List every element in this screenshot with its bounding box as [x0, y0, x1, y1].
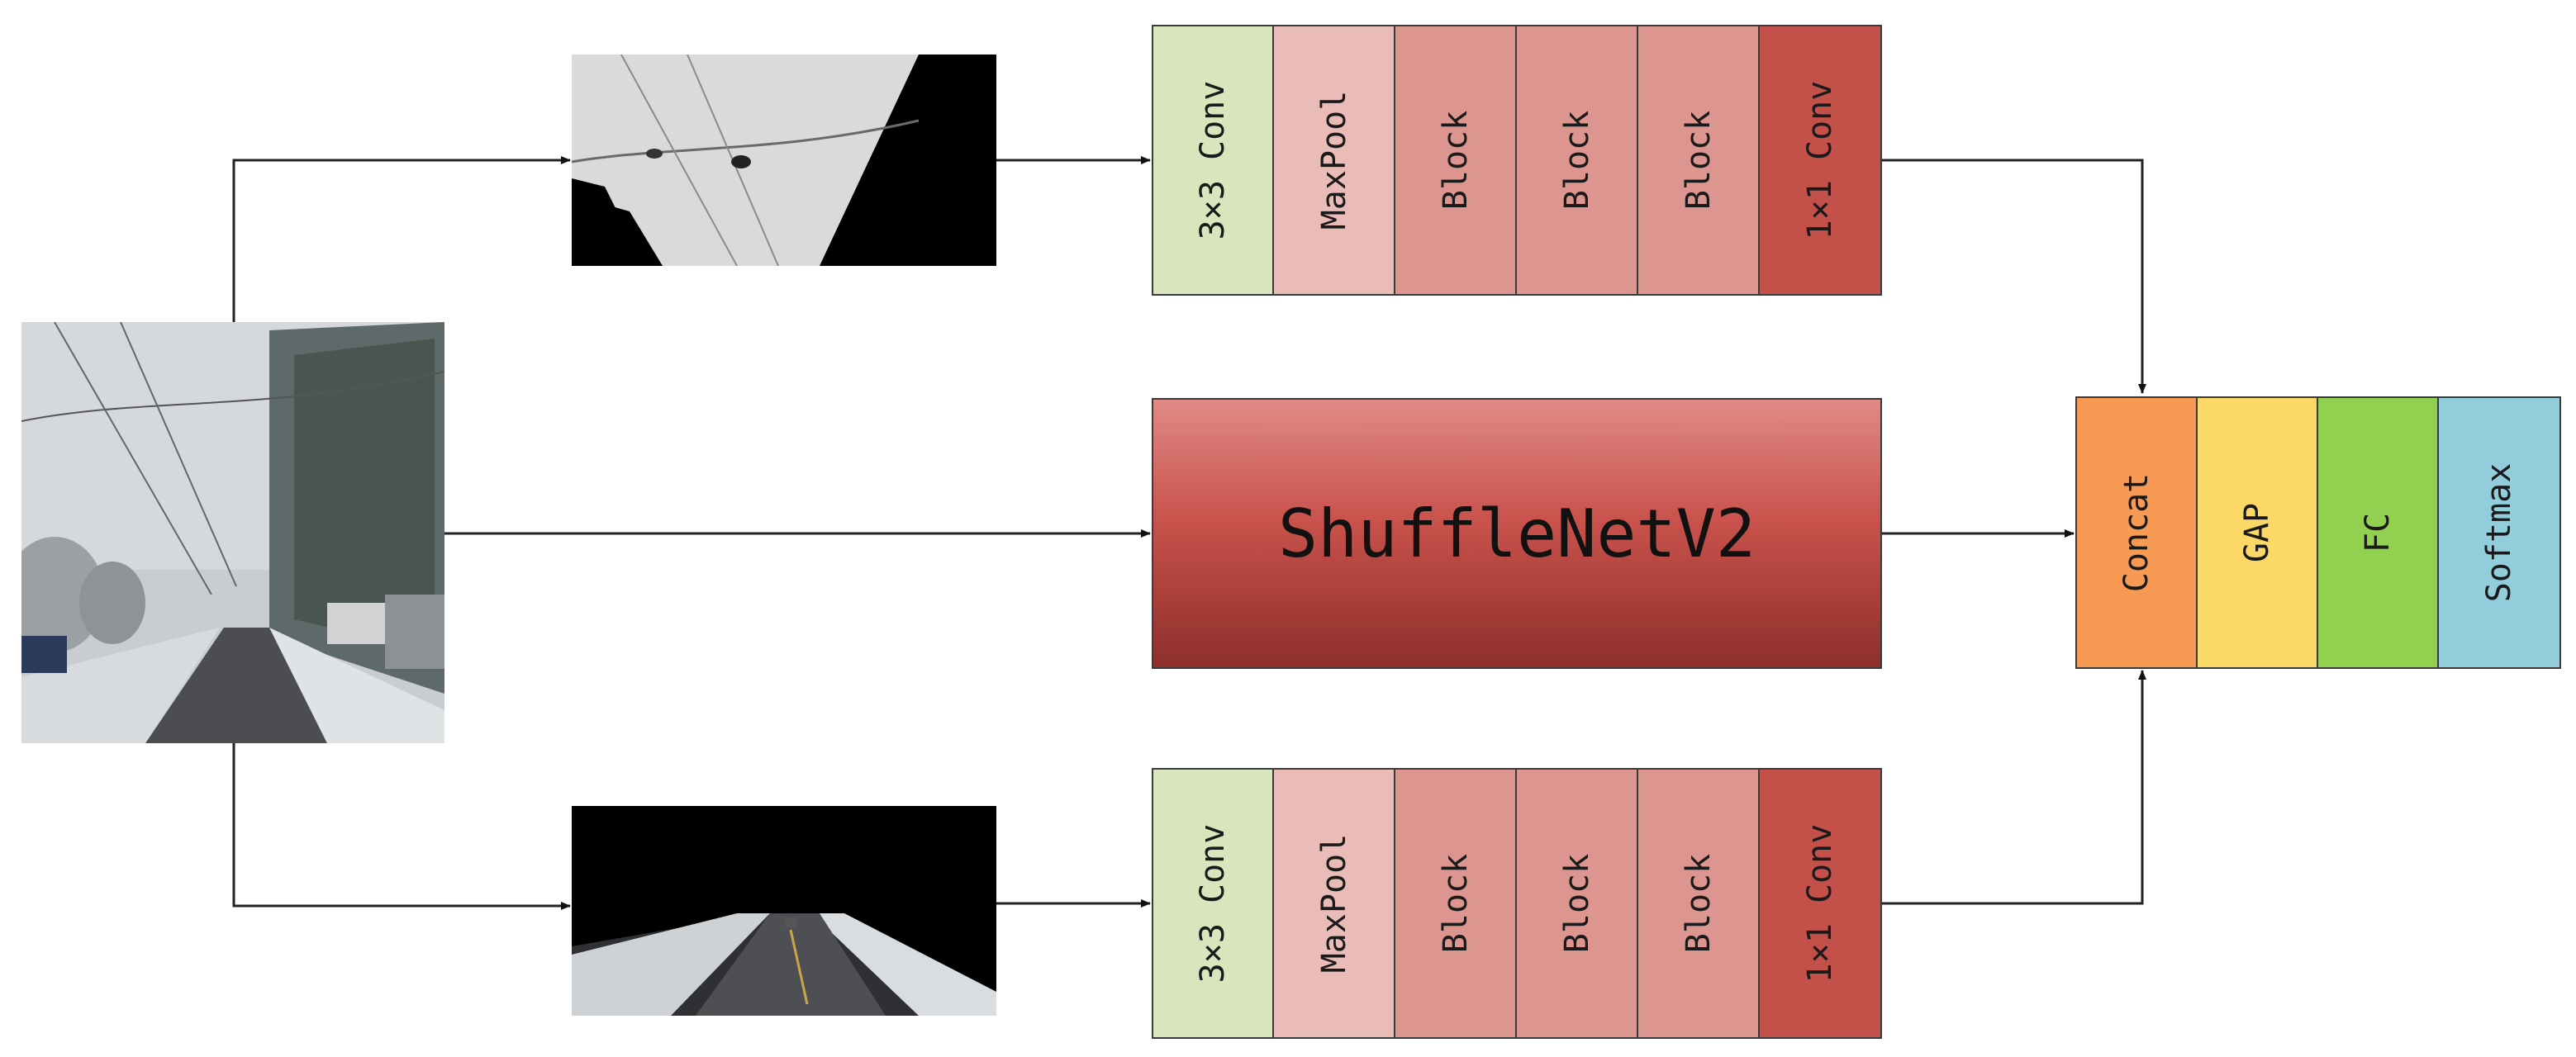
- bottom-layer-block-2: Block: [1517, 770, 1638, 1037]
- bottom-layer-conv3x3: 3×3 Conv: [1153, 770, 1274, 1037]
- top-layer-block-1: Block: [1395, 26, 1517, 294]
- top-layer-conv1x1: 1×1 Conv: [1760, 26, 1880, 294]
- input-street-image: [21, 322, 444, 743]
- bottom-branch-layers: 3×3 Conv MaxPool Block Block Block 1×1 C…: [1152, 768, 1882, 1039]
- bottom-layer-block-3: Block: [1638, 770, 1760, 1037]
- sky-mask-image: [572, 55, 996, 266]
- shufflenetv2-block: ShuffleNetV2: [1152, 398, 1882, 669]
- arrow-input-to-road-mask: [232, 743, 571, 910]
- top-branch-layers: 3×3 Conv MaxPool Block Block Block 1×1 C…: [1152, 25, 1882, 296]
- arrow-input-to-sky-mask: [232, 156, 571, 322]
- bottom-layer-conv1x1: 1×1 Conv: [1760, 770, 1880, 1037]
- bottom-layer-maxpool: MaxPool: [1274, 770, 1395, 1037]
- top-layer-block-3: Block: [1638, 26, 1760, 294]
- road-mask-image: [572, 806, 996, 1016]
- arrow-top-branch-to-concat: [1881, 159, 2146, 394]
- head-layer-fc: FC: [2318, 398, 2439, 667]
- head-layer-softmax: Softmax: [2439, 398, 2559, 667]
- shufflenetv2-label: ShuffleNetV2: [1278, 495, 1756, 572]
- head-layer-concat: Concat: [2077, 398, 2198, 667]
- bottom-layer-block-1: Block: [1395, 770, 1517, 1037]
- top-layer-conv3x3: 3×3 Conv: [1153, 26, 1274, 294]
- classifier-head: Concat GAP FC Softmax: [2075, 396, 2561, 669]
- top-layer-block-2: Block: [1517, 26, 1638, 294]
- head-layer-gap: GAP: [2198, 398, 2318, 667]
- arrow-bottom-branch-to-concat: [1881, 670, 2146, 905]
- top-layer-maxpool: MaxPool: [1274, 26, 1395, 294]
